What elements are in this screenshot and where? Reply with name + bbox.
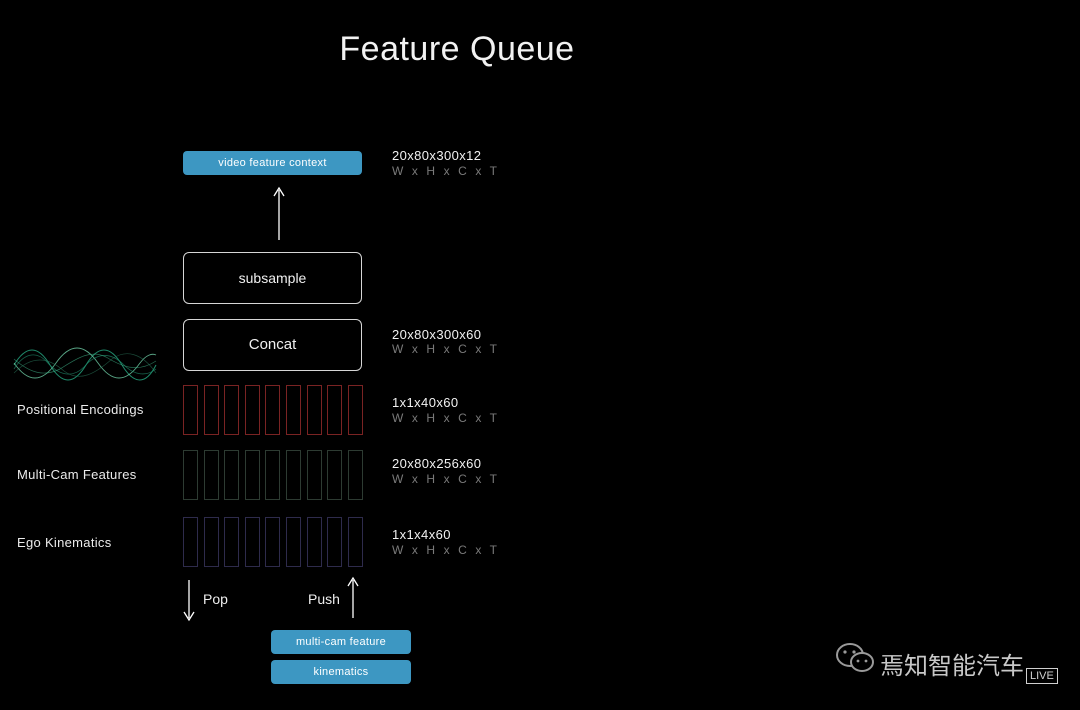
queue-slot — [327, 450, 343, 500]
queue-slot — [265, 450, 281, 500]
concat-dims-sub: W x H x C x T — [392, 342, 500, 356]
ego-dims: 1x1x4x60 — [392, 527, 451, 542]
positional-encodings-queue — [183, 385, 363, 435]
queue-slot — [203, 385, 219, 435]
queue-slot — [327, 385, 343, 435]
queue-slot — [286, 450, 301, 500]
wechat-icon — [836, 643, 874, 672]
output-dims-sub: W x H x C x T — [392, 164, 500, 178]
queue-slot — [265, 517, 281, 567]
multicam-dims-sub: W x H x C x T — [392, 472, 500, 486]
ego-dims-sub: W x H x C x T — [392, 543, 500, 557]
queue-slot — [286, 517, 301, 567]
positional-dims-sub: W x H x C x T — [392, 411, 500, 425]
live-badge: LIVE — [1026, 668, 1058, 684]
queue-slot — [203, 450, 219, 500]
queue-slot — [306, 450, 322, 500]
subsample-box: subsample — [183, 252, 362, 304]
concat-box: Concat — [183, 319, 362, 371]
up-arrow-to-output — [273, 186, 285, 240]
pop-label: Pop — [203, 591, 228, 607]
diagram-title: Feature Queue — [339, 30, 575, 68]
queue-slot — [244, 517, 260, 567]
multi-cam-feature-pill: multi-cam feature — [271, 630, 411, 654]
queue-slot — [244, 450, 260, 500]
row-label-ego-kinematics: Ego Kinematics — [17, 535, 112, 550]
queue-slot — [224, 385, 240, 435]
queue-slot — [203, 517, 219, 567]
queue-slot — [183, 385, 198, 435]
row-label-multi-cam-features: Multi-Cam Features — [17, 467, 137, 482]
kinematics-pill: kinematics — [271, 660, 411, 684]
queue-slot — [183, 450, 198, 500]
push-up-arrow — [347, 576, 359, 618]
queue-slot — [306, 385, 322, 435]
queue-slot — [265, 385, 281, 435]
pop-down-arrow — [183, 580, 195, 622]
concat-dims: 20x80x300x60 — [392, 327, 482, 342]
queue-slot — [347, 385, 363, 435]
queue-slot — [327, 517, 343, 567]
ego-kinematics-queue — [183, 517, 363, 567]
output-dims: 20x80x300x12 — [392, 148, 482, 163]
push-label: Push — [308, 591, 340, 607]
queue-slot — [183, 517, 198, 567]
row-label-positional-encodings: Positional Encodings — [17, 402, 144, 417]
queue-slot — [224, 450, 240, 500]
video-feature-context-pill: video feature context — [183, 151, 362, 175]
positional-encoding-wave-icon — [13, 347, 157, 381]
queue-slot — [244, 385, 260, 435]
queue-slot — [224, 517, 240, 567]
queue-slot — [347, 517, 363, 567]
watermark-text: 焉知智能汽车 — [880, 652, 1024, 680]
queue-slot — [306, 517, 322, 567]
queue-slot — [286, 385, 301, 435]
queue-slot — [347, 450, 363, 500]
positional-dims: 1x1x40x60 — [392, 395, 459, 410]
multicam-dims: 20x80x256x60 — [392, 456, 482, 471]
multi-cam-features-queue — [183, 450, 363, 500]
